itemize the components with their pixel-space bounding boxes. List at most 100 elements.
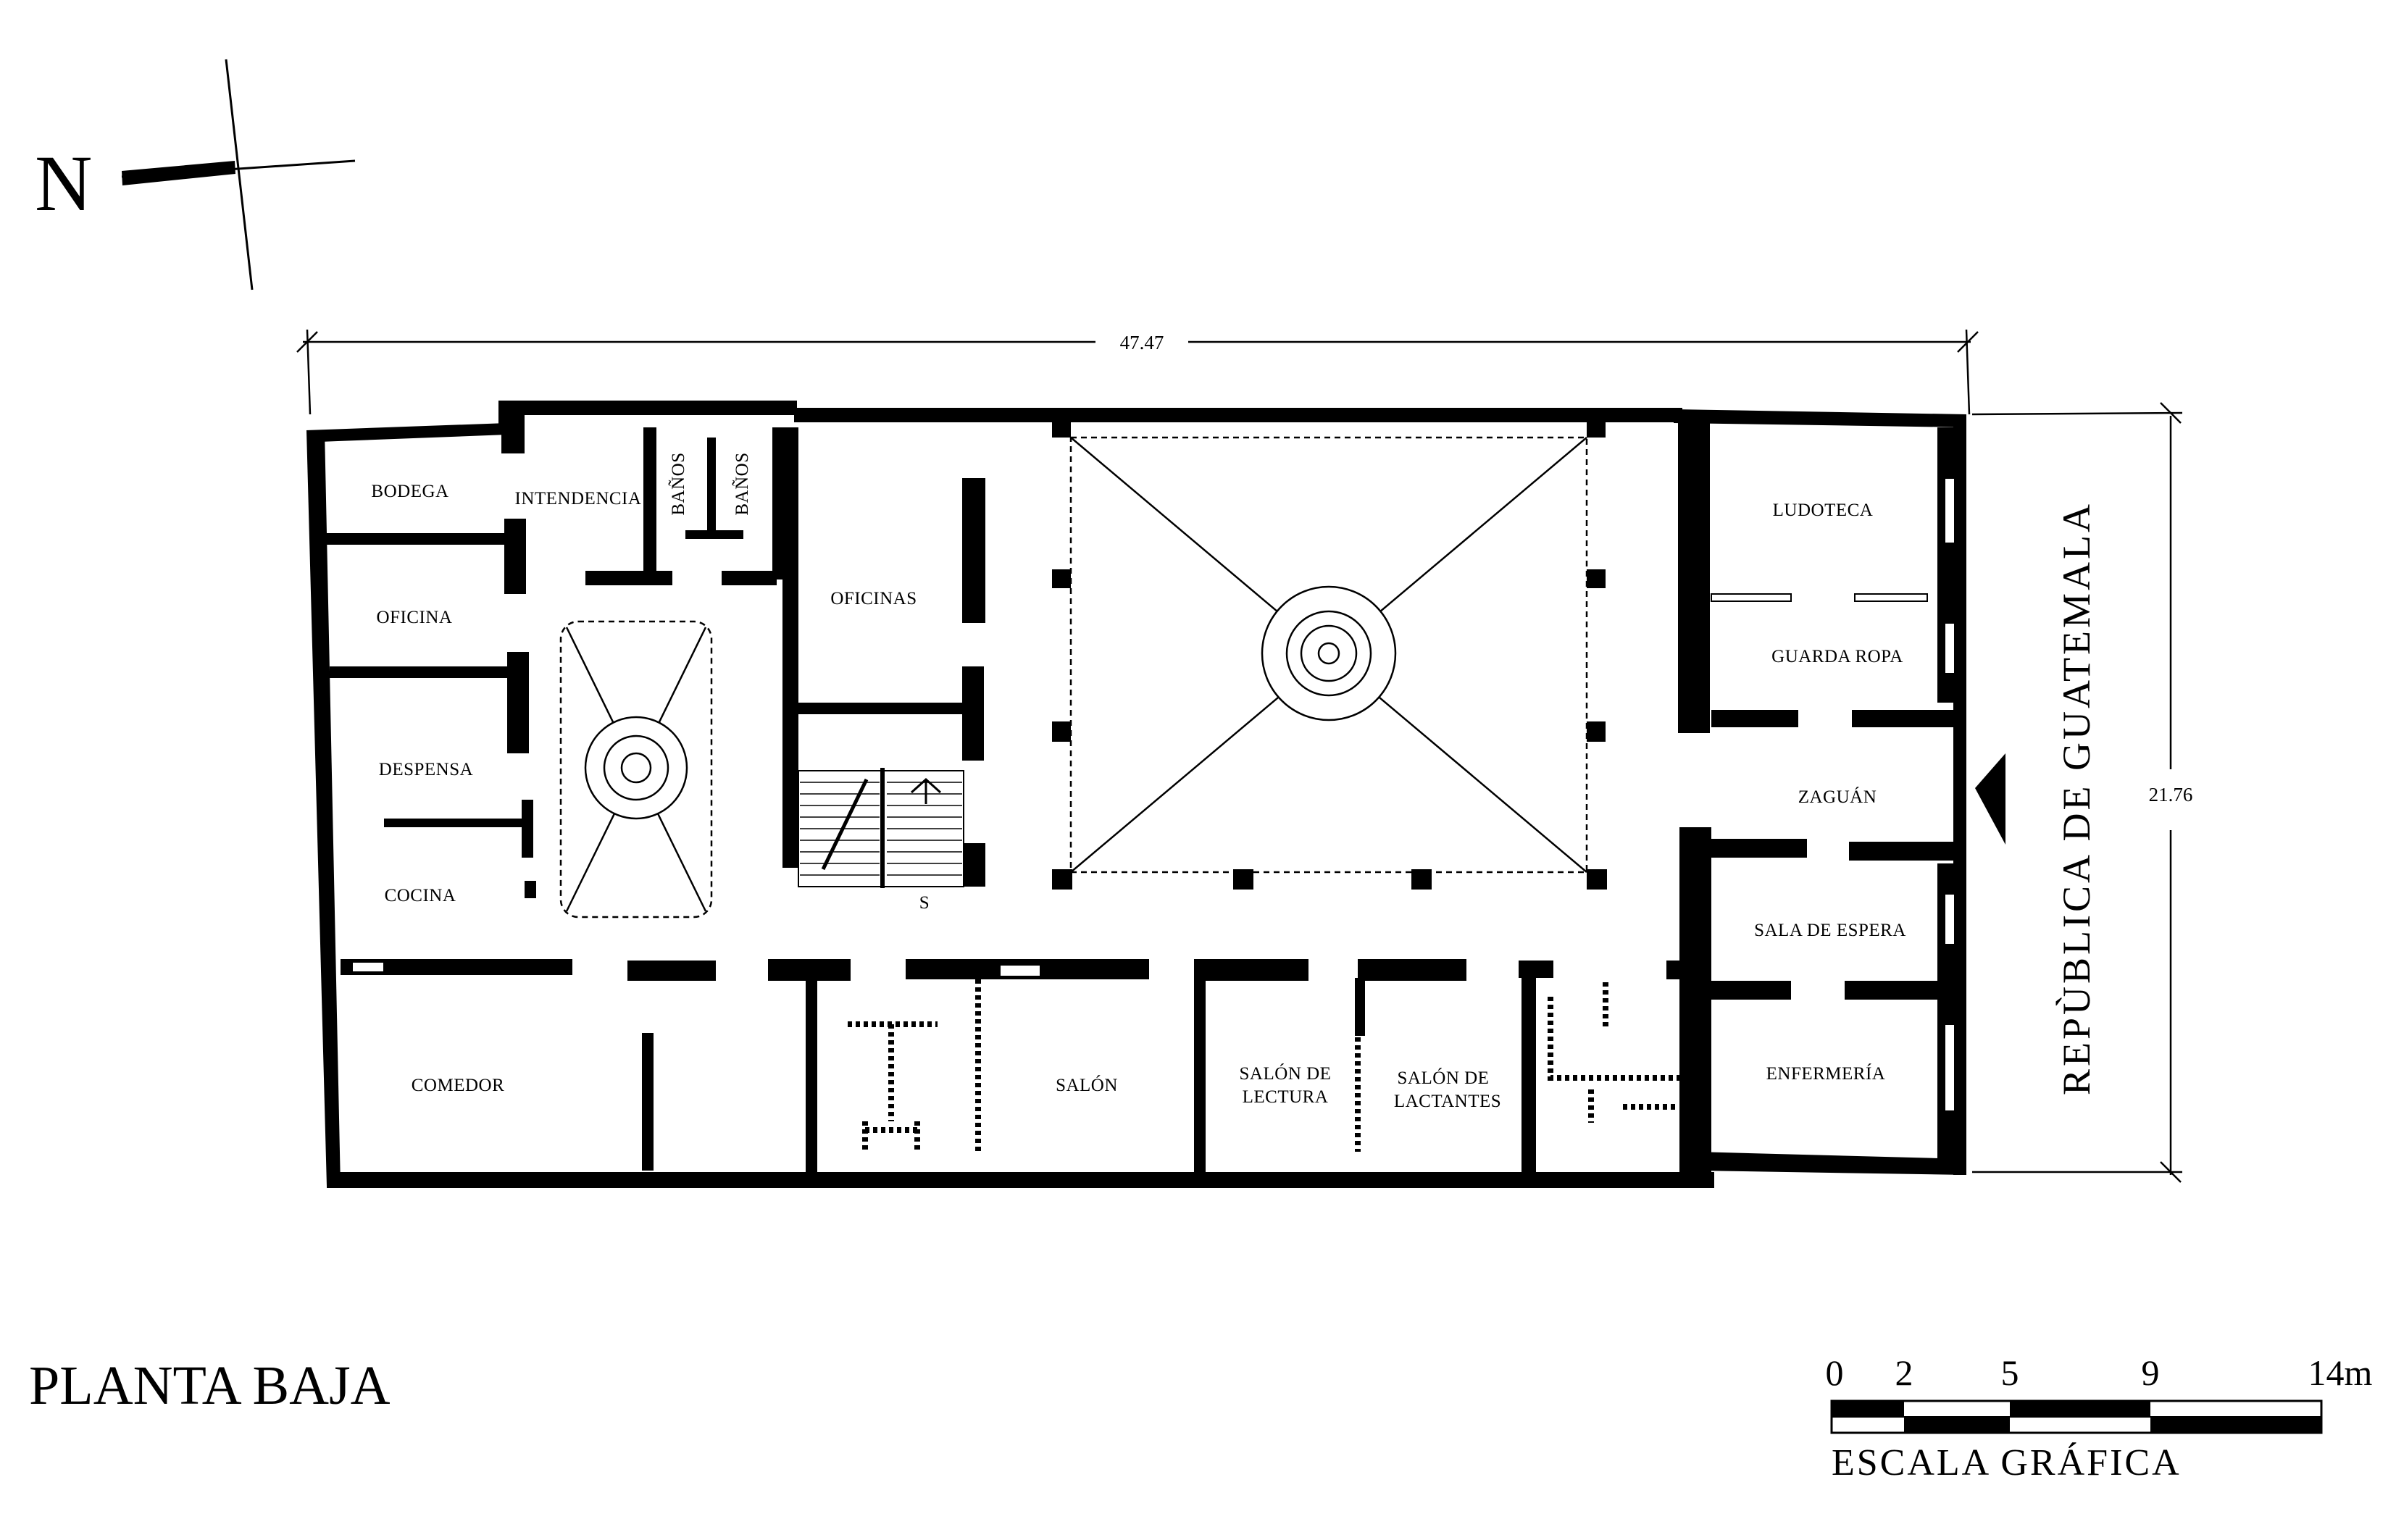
wall-outer-top-mid [498,401,797,415]
guarda-ropa-door-right [1854,593,1928,602]
north-arrow: N [35,59,356,290]
secondary-fountain-mid [603,735,669,801]
scale-tick-9: 9 [2142,1352,2160,1393]
wall-outer-top-left [306,423,507,442]
street-name: REPÙBLICA DE GUATEMALA [2055,501,2098,1095]
wall-comedor-pier [642,1033,654,1171]
label-salon: SALÓN [1056,1075,1118,1095]
wall-bodega-pier-2 [504,519,526,594]
label-oficinas: OFICINAS [830,589,917,608]
label-salon-lectura-1: SALÓN DE [1240,1063,1332,1084]
wall-south-front-3 [768,959,851,981]
wall-zaguan-south-1 [1711,839,1807,858]
wall-oficinas-pier-1 [962,478,985,623]
wall-outer-top-main [794,408,1682,422]
wall-bodega-pier-1 [501,406,525,453]
wall-salon-west [1194,978,1206,1173]
scale-top-5-9 [2010,1401,2150,1417]
wall-oficinas-pier-3 [964,843,985,887]
wall-guardaropa-south-1 [1711,710,1798,727]
label-oficina: OFICINA [377,608,453,627]
patio-column-1 [1052,419,1071,438]
wall-oficina-despensa [330,666,512,678]
staircase: S [798,768,964,913]
width-dim-slash-right [1957,331,1979,353]
guarda-ropa-door-left [1711,593,1792,602]
room-labels: BODEGA INTENDENCIA BAÑOS BAÑOS OFICINA D… [371,452,1905,1111]
wall-south-front-7 [1519,961,1553,978]
wall-east-wing-west-2 [1679,827,1711,1175]
north-label: N [35,139,92,227]
scale-tick-2: 2 [1895,1352,1913,1393]
wall-comedor-east [806,978,817,1173]
patio-column-2 [1052,569,1071,588]
wall-outer-left [306,430,341,1187]
window-enfermeria [1944,1024,1955,1112]
wall-banos-partition [707,438,716,539]
fountain-mid [1285,610,1372,697]
wall-guardaropa-south-2 [1852,710,1953,727]
window-guarda-ropa [1944,622,1955,674]
secondary-fountain-inner [620,752,652,784]
dashed-partitions [848,979,1679,1152]
window-comedor [351,961,385,973]
stair-treads-right [887,782,962,876]
scale-tick-0: 0 [1826,1352,1844,1393]
wall-south-front-6 [1358,959,1466,981]
label-despensa: DESPENSA [379,760,473,779]
wall-espera-south-2 [1845,981,1953,1000]
label-sala-espera: SALA DE ESPERA [1754,921,1906,940]
width-dim-slash-left [296,331,318,353]
north-cross-line-1 [225,59,254,290]
patio-column-3 [1052,721,1071,742]
wall-outer-right [1953,414,1966,1175]
fountain-outer [1261,585,1397,721]
graphic-scale: 0 2 5 9 14m ESCALA GRÁFICA [1826,1352,2373,1483]
wall-zaguan-south-2 [1849,842,1953,861]
walls [306,401,1966,1188]
wall-east-wing-west [1678,414,1710,733]
width-dim-tick-left [306,329,312,415]
label-banos-1: BAÑOS [668,452,688,515]
window-salon [999,964,1041,977]
depth-dimension-label: 21.76 [2149,784,2193,805]
label-guarda-ropa: GUARDA ROPA [1771,647,1903,666]
patio-column-10 [1587,869,1607,890]
window-ludoteca [1944,477,1955,544]
secondary-courtyard [559,620,713,918]
stair-up-arrow [910,777,942,804]
openings [351,477,1955,1112]
wall-cocina-pier-1 [522,800,533,858]
wall-oficina-pier [507,652,529,753]
wall-despensa-cocina [384,819,522,827]
north-needle [122,161,235,185]
wall-oficinas-pier-2 [962,666,984,761]
wall-banos-bottom [722,571,777,585]
label-cocina: COCINA [385,886,456,905]
entrance-arrow [1975,753,2005,845]
fountain-inner [1300,624,1358,682]
depth-dim-slash-top [2160,402,2182,424]
wall-outer-bottom-right [1695,1152,1966,1175]
label-comedor: COMEDOR [412,1076,505,1095]
width-dimension: 47.47 [296,329,1979,415]
label-salon-lactantes-1: SALÓN DE [1398,1068,1490,1088]
wall-espera-south-1 [1711,981,1791,1000]
wall-oficinas-south [797,703,969,714]
stair-treads-left [800,782,880,876]
scale-tick-14m: 14m [2308,1352,2373,1393]
wall-south-front-5 [1194,959,1308,981]
label-ludoteca: LUDOTECA [1773,501,1874,520]
plan-title: PLANTA BAJA [29,1355,391,1416]
patio-column-9 [1587,721,1606,742]
label-bodega: BODEGA [371,482,448,501]
main-courtyard [1069,436,1588,874]
fountain-center [1317,642,1340,665]
patio-column-4 [1052,869,1072,890]
partition-services [1548,982,1679,1123]
label-banos-2: BAÑOS [732,452,752,515]
label-enfermeria: ENFERMERÍA [1766,1063,1886,1084]
patio-column-7 [1587,419,1606,438]
stair-diagonal [821,778,869,871]
